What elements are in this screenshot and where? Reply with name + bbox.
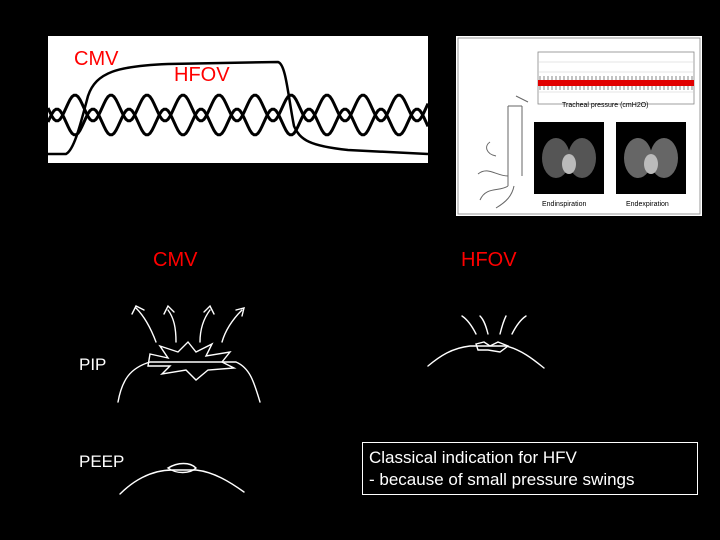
pip-label: PIP (79, 355, 107, 374)
trachea-outline (507, 105, 523, 186)
waveform-panel: CMV HFOV (48, 36, 428, 163)
pressure-trace-red-band (538, 80, 694, 86)
indication-note-box: Classical indication for HFV - because o… (362, 442, 698, 495)
hfov-oscillation-wave-b (48, 107, 428, 137)
note-line-1: Classical indication for HFV (369, 448, 577, 467)
cmv-arrow-1 (135, 307, 157, 343)
tracheal-pressure-label: Tracheal pressure (cmH2O) (562, 102, 649, 109)
bronchi-outline (477, 95, 529, 209)
cmv-pip-alveolus (117, 361, 261, 403)
hfov-small-burst (475, 341, 510, 353)
cmv-heading: CMV (153, 249, 198, 271)
cmv-pressure-wave (48, 60, 428, 156)
waveform-cmv-label: CMV (74, 48, 119, 70)
waveform-hfov-label: HFOV (174, 64, 230, 86)
hfov-oscillation-wave-a (48, 93, 428, 123)
cmv-peep-core (166, 462, 197, 474)
cmv-peep-alveolus (119, 469, 245, 495)
endinspiration-label: Endinspiration (542, 201, 587, 208)
hfov-alveolus (427, 345, 545, 369)
peep-label: PEEP (79, 452, 125, 471)
note-line-2: - because of small pressure swings (369, 470, 635, 489)
endexpiration-label: Endexpiration (626, 201, 669, 208)
ct-panel: Tracheal pressure (cmH2O) Endinspiration… (456, 36, 702, 216)
waveform-graphic (48, 60, 428, 156)
hfov-heading: HFOV (461, 249, 517, 271)
ct-graphic (457, 37, 701, 215)
alveoli-sketch (117, 304, 545, 495)
cmv-pip-burst (147, 340, 237, 381)
